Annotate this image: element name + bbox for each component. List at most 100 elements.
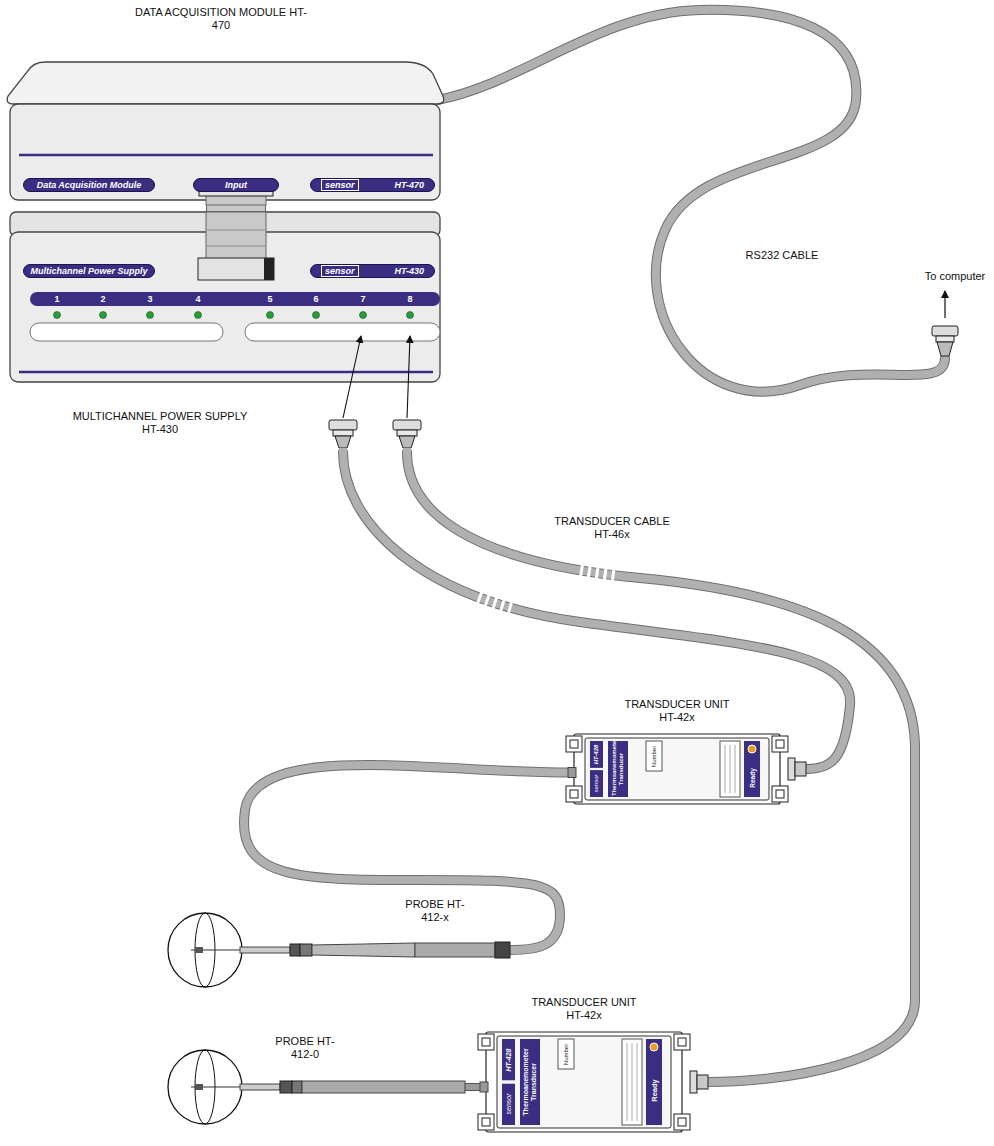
trim-line [19,371,433,374]
note-label: To computer [923,270,987,283]
dsub-plug [333,430,353,436]
probe-title: PROBE HT-412-x [404,898,466,924]
status-led [54,312,61,319]
ready-label: Ready [748,759,756,796]
model-number: HT-470 [394,179,424,191]
mounting-tab [772,736,788,752]
probe-title: PROBE HT-412-0 [274,1035,336,1061]
mounting-hole [482,1038,490,1046]
label-strip [502,1039,515,1080]
mounting-tab [566,786,582,802]
probe-rod [240,947,290,953]
number-box [558,1039,574,1069]
spec-box [622,1039,642,1125]
cable-stub [339,448,347,452]
mounting-tab [674,1114,690,1130]
probe: PROBE HT-412-0 [165,1032,465,1127]
channel-number: 5 [262,292,278,306]
cable-label: TRANSDUCER CABLE HT-46x [546,514,678,542]
unit-name: Thermoanemometer Transducer [522,1040,538,1124]
sensor-bead [195,947,203,953]
mounting-hole [482,1118,490,1126]
dsub-plug [393,420,421,430]
cable-core [244,765,566,950]
housing-front [10,104,440,200]
plug-boot [937,342,953,356]
channel-number: 7 [355,292,371,306]
mounting-hole [678,1118,686,1126]
dsub-plug [936,336,954,342]
direction-arrow [944,291,945,318]
channel-number: 2 [95,292,111,306]
mounting-tab [478,1034,494,1050]
mounting-tab [674,1034,690,1050]
cable-gland [568,768,576,778]
panel-label: Data Acquisition Module [37,179,142,191]
ready-led [650,1043,658,1051]
probe-end-cap [495,942,510,958]
dsub-plug [397,430,417,436]
cable-label: RS232 CABLE [740,249,824,262]
mounting-tab [772,786,788,802]
channel-number: 3 [142,292,158,306]
ribbon-plate [264,258,274,280]
logo-box [590,770,603,797]
model-number: HT-428 [593,742,600,767]
number-field: Number [563,1040,570,1068]
ribbon-cable [206,212,266,262]
module-title: DATA ACQUISITION MODULE HT-470 [135,6,307,32]
probe-rod [312,943,415,957]
equipment-box: DATA ACQUISITION MODULE HT-470Data Acqui… [5,0,450,205]
mounting-hole [776,790,784,798]
front-panel [497,1036,671,1128]
mounting-hole [570,790,578,798]
unit-title: TRANSDUCER UNIT HT-42x [524,996,644,1022]
ribbon-fold [206,246,266,247]
panel-label: Input [225,179,247,191]
number-box [646,741,662,771]
rs232-cable [437,10,945,392]
cable-outline [465,1083,478,1091]
transducer-unit: TRANSDUCER UNIT HT-42xHT-428Thermoanemom… [566,698,806,804]
cable-core [465,1084,478,1090]
unit-housing [574,734,780,804]
panel-label-box: Data Acquisition Module [23,178,155,192]
plug-boot [697,1075,708,1089]
brand-plate: sensorHT-430 [310,264,435,278]
channel-number: 8 [402,292,418,306]
label-strip [608,741,628,797]
spec-lines [627,1043,628,1121]
cable-gland [480,1082,488,1092]
module-title: MULTICHANNEL POWER SUPPLY HT-430 [65,410,255,436]
socket-slot [30,323,223,341]
probe-coupling [292,1081,302,1093]
channel-number: 6 [308,292,324,306]
plug-boot [335,436,351,448]
dsub-socket [788,758,795,780]
dsub-plug [329,420,357,430]
ribbon-fold [206,230,266,231]
ready-led [748,745,756,753]
housing-top [7,62,444,104]
front-panel [585,738,769,800]
status-led [147,312,154,319]
label-strip [590,741,603,768]
brand-logo: sensor [321,265,359,277]
panel-label-box: Multichannel Power Supply [23,264,155,278]
probe-handle [415,943,495,957]
brand-logo: sensor [593,771,600,796]
probe-coupling [290,944,300,956]
cable [244,765,566,950]
channel-strip: 1 2 3 4 5 6 7 8 [30,292,440,306]
probe-sphere [168,1050,242,1124]
probe-sphere [168,913,242,987]
dsub-plug [932,326,958,336]
ready-strip [646,1039,662,1125]
brand-plate: sensorHT-470 [310,178,435,192]
equipment-box: MULTICHANNEL POWER SUPPLY HT-430 Multicha… [5,212,450,452]
channel-number: 4 [190,292,206,306]
spec-lines [632,1043,633,1121]
socket-slot [245,323,440,341]
channel-number: 1 [49,292,65,306]
